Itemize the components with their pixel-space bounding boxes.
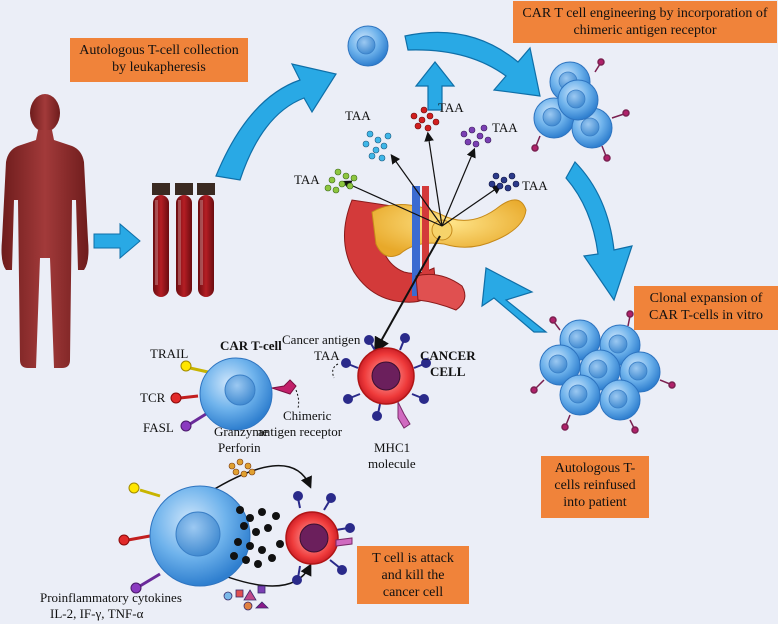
blood-tubes-icon: [152, 183, 215, 297]
car-t-cells-cluster: [531, 58, 630, 162]
cytokines-label-line2: IL-2, IF-γ, TNF-α: [50, 606, 144, 621]
taa-cluster-navy: [488, 172, 520, 192]
taa-label-cyan: TAA: [345, 108, 371, 123]
cytokines-label-line1: Proinflammatory cytokines: [40, 590, 182, 605]
antigen-pointer: [332, 363, 339, 379]
chimeric-pointer: [295, 389, 300, 409]
reinfusion-box: Autologous T-cells reinfused into patien…: [541, 456, 649, 518]
cancer-taa-label: TAA: [314, 348, 340, 363]
expansion-box: Clonal expansion of CAR T-cells in vitro: [634, 286, 778, 330]
taa-label-purple: TAA: [492, 120, 518, 135]
granzyme-label: Granzyme: [214, 424, 269, 439]
human-silhouette-icon: [1, 94, 89, 368]
taa-cluster-red: [410, 106, 440, 132]
cancer-cell-label-line1: CANCER: [420, 348, 476, 363]
perforin-label: Perforin: [218, 440, 261, 455]
taa-label-green: TAA: [294, 172, 320, 187]
car-t-cell-icon: [170, 357, 297, 432]
attack-box: T cell is attack and kill the cancer cel…: [357, 546, 469, 604]
attack-scene: [118, 458, 355, 611]
engineering-box: CAR T cell engineering by incorporation …: [513, 1, 777, 43]
arrow-to-tubes: [93, 222, 141, 260]
chimeric-label-line2: antigen receptor: [258, 424, 343, 439]
cancer-cell-icon: [341, 333, 431, 429]
car-t-cell-label: CAR T-cell: [220, 338, 282, 353]
mhc-label-line1: MHC1: [374, 440, 411, 455]
taa-label-red: TAA: [438, 100, 464, 115]
cancer-antigen-label: Cancer antigen: [282, 332, 361, 347]
taa-cluster-cyan: [362, 130, 392, 162]
t-cell-icon: [347, 25, 389, 67]
taa-label-navy: TAA: [522, 178, 548, 193]
cancer-cell-label-line2: CELL: [430, 364, 466, 379]
collection-box: Autologous T-cell collection by leukaphe…: [70, 38, 248, 82]
tcr-label: TCR: [140, 390, 166, 405]
taa-release-lines: [341, 131, 502, 354]
taa-cluster-green: [324, 168, 358, 194]
chimeric-label-line1: Chimeric: [283, 408, 332, 423]
cycle-arrows: [215, 31, 633, 333]
pancreas-organ-icon: [343, 186, 527, 311]
mhc-label-line2: molecule: [368, 456, 416, 471]
fasl-label: FASL: [143, 420, 174, 435]
trail-label: TRAIL: [150, 346, 189, 361]
expanded-car-t-cells-cluster: [530, 310, 676, 434]
taa-cluster-purple: [460, 124, 492, 148]
